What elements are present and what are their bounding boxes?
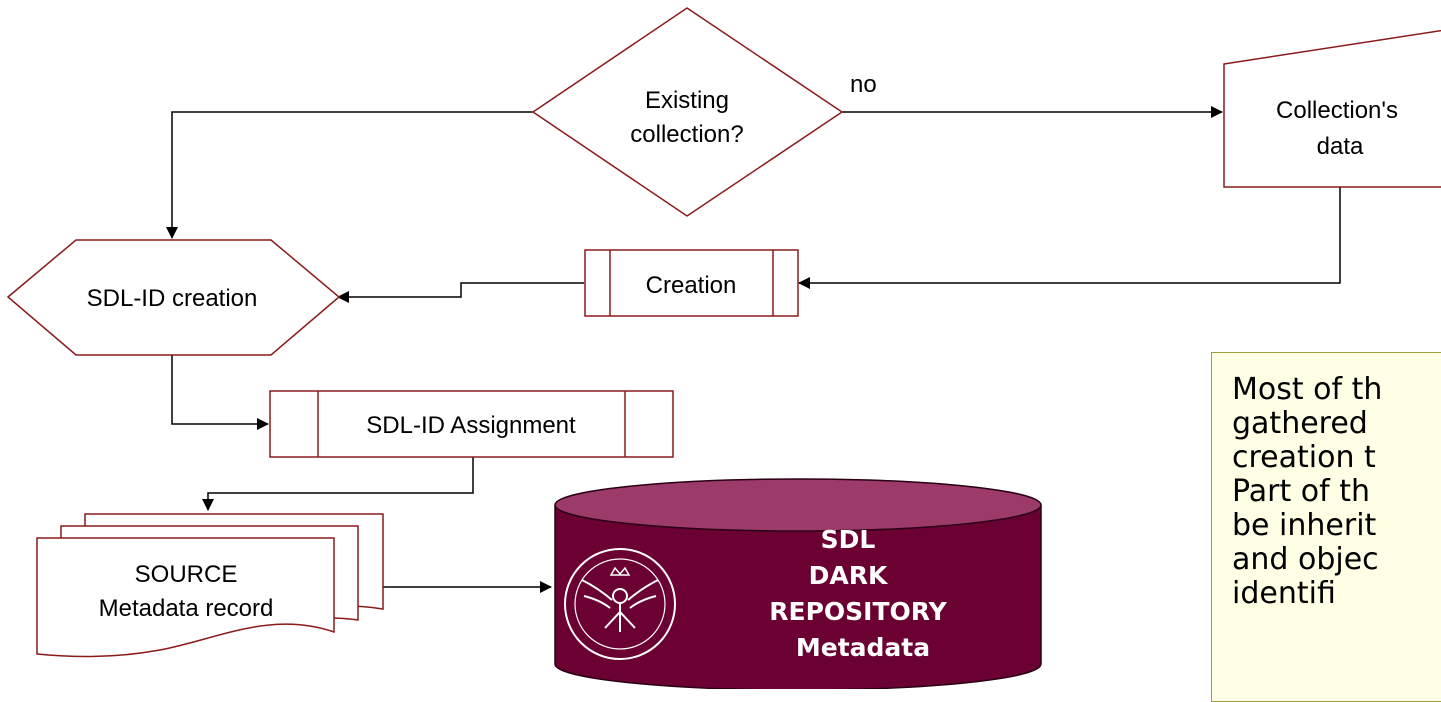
connector-assignment-to-source-record <box>202 457 474 511</box>
connector-sdl-id-creation-to-assignment <box>171 355 269 430</box>
sdl-id-assignment-label: SDL-ID Assignment <box>366 412 576 439</box>
decision-label-line1: Existing <box>645 87 729 114</box>
repository-label-line2: DARK <box>809 561 889 590</box>
repository-label-line3: REPOSITORY <box>769 597 947 626</box>
source-metadata-record-documents: SOURCE Metadata record <box>36 513 384 658</box>
connector-collection-data-to-creation <box>798 175 1341 289</box>
creation-label: Creation <box>646 272 737 299</box>
university-seal-logo <box>564 548 676 660</box>
collection-data-label-line1: Collection's <box>1276 97 1398 124</box>
note-text: Most of th gathered creation t Part of t… <box>1232 372 1383 611</box>
sdl-dark-repository-database: SDL DARK REPOSITORY Metadata <box>554 478 1042 689</box>
source-record-label-line1: SOURCE <box>135 561 238 588</box>
creation-process: Creation <box>584 249 799 317</box>
connector-creation-to-sdl-id-creation <box>337 282 584 303</box>
repository-label-line4: Metadata <box>796 633 930 662</box>
sdl-id-creation-step: SDL-ID creation <box>6 239 341 356</box>
repository-label-line1: SDL <box>821 525 876 554</box>
source-record-label-line2: Metadata record <box>99 595 274 622</box>
decision-label-line2: collection? <box>630 121 743 148</box>
connector-decision-to-sdl-id-creation <box>166 111 533 239</box>
collection-data-label-line2: data <box>1317 133 1364 160</box>
no-branch-label: no <box>850 71 877 98</box>
explanatory-note: Most of th gathered creation t Part of t… <box>1211 352 1441 702</box>
sdl-id-assignment-process: SDL-ID Assignment <box>269 390 674 458</box>
collection-data-input: Collection's data <box>1223 29 1441 188</box>
existing-collection-decision: Existing collection? <box>531 7 844 217</box>
sdl-id-creation-label: SDL-ID creation <box>87 285 258 312</box>
